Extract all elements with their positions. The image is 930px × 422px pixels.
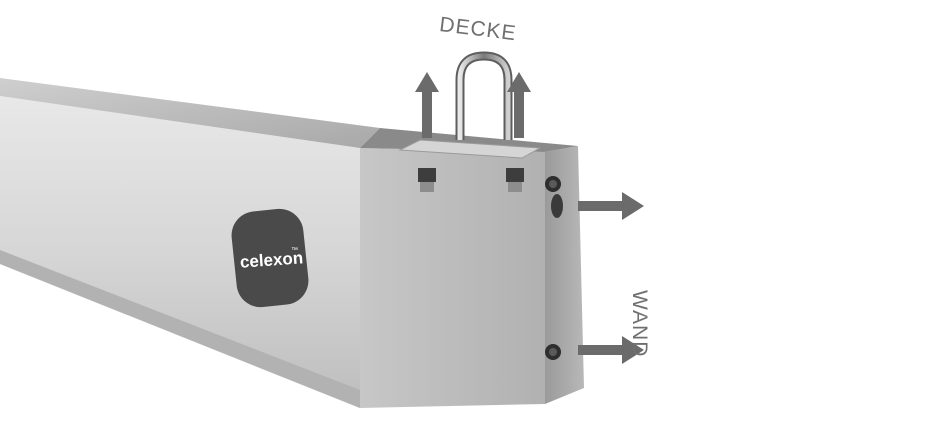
mount-bolt-right xyxy=(506,168,524,192)
flange-screw-top xyxy=(545,176,561,192)
housing-bottom-edge xyxy=(0,250,360,408)
flange-slot-hole xyxy=(551,194,563,218)
celexon-logo: celexon ™ xyxy=(231,208,309,308)
housing-top-face xyxy=(0,78,380,148)
ceiling-mount-plate xyxy=(398,139,542,159)
flange-screw-bottom xyxy=(545,344,561,360)
ceiling-hook-ring xyxy=(455,51,513,140)
logo-text: celexon xyxy=(239,248,303,271)
ceiling-arrow-right xyxy=(507,72,531,138)
wall-arrow-top xyxy=(578,192,644,220)
wall-arrow-bottom xyxy=(578,336,644,364)
wall-label: WAND xyxy=(628,290,651,358)
ceiling-arrow-left xyxy=(415,72,439,138)
housing-side-face xyxy=(0,96,360,408)
logo-trademark: ™ xyxy=(291,247,298,254)
end-cap-face xyxy=(360,148,545,408)
mount-bolt-left xyxy=(418,168,436,192)
